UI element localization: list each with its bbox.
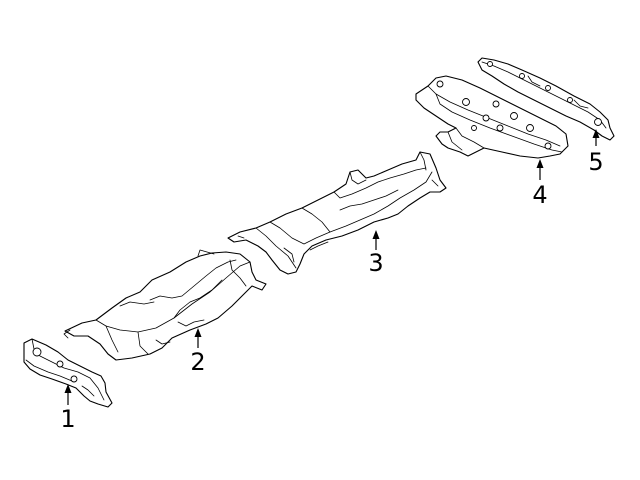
part-3-rear-heat-shield: [227, 151, 447, 275]
part-2-center-heat-shield: [63, 249, 267, 361]
part-1-front-heat-shield: [23, 338, 113, 408]
leader-3: [372, 230, 380, 250]
leader-2: [194, 328, 202, 348]
callout-2: 2: [190, 348, 205, 376]
callout-5: 5: [588, 148, 603, 176]
callout-4: 4: [532, 181, 547, 209]
leader-1: [64, 384, 72, 405]
part-5-cross-bracket: [477, 57, 615, 141]
leader-4: [536, 159, 544, 180]
part-4-rear-cover-panel: [415, 75, 569, 159]
callout-1: 1: [60, 405, 75, 433]
callout-3: 3: [368, 249, 383, 277]
leader-5: [592, 129, 600, 146]
